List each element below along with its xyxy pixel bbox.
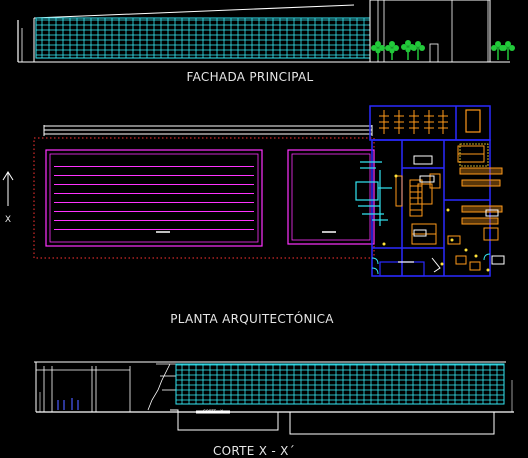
pool-lanes bbox=[54, 158, 254, 238]
section-marker-label: X bbox=[5, 215, 11, 225]
tree-icon bbox=[385, 41, 399, 60]
main-pool bbox=[45, 149, 263, 247]
teaching-pool bbox=[287, 149, 375, 245]
bleachers bbox=[147, 363, 176, 411]
entry-door bbox=[429, 43, 439, 63]
section-cut-marker: X bbox=[2, 171, 14, 225]
sanitary-marks bbox=[382, 174, 490, 272]
tree-icon bbox=[411, 41, 425, 60]
people-figures bbox=[57, 398, 79, 410]
pool-pit bbox=[170, 409, 279, 431]
elevation-title: FACHADA PRINCIPAL bbox=[187, 70, 314, 84]
tree-icon bbox=[501, 41, 515, 60]
equipment bbox=[413, 155, 505, 273]
plan-title: PLANTA ARQUITECTÓNICA bbox=[170, 311, 334, 326]
pool-pit bbox=[289, 412, 495, 435]
furniture-group bbox=[465, 109, 481, 133]
elevation-view: FACHADA PRINCIPAL bbox=[17, 0, 515, 84]
roof-edge bbox=[33, 4, 355, 19]
shower-fixtures bbox=[355, 161, 392, 226]
section-view: CORTE - X CORTE X - X´ bbox=[34, 361, 514, 458]
section-title: CORTE X - X´ bbox=[213, 444, 295, 458]
teaching-pool bbox=[291, 153, 371, 241]
curtain-wall-glazing bbox=[175, 363, 505, 405]
stair bbox=[459, 143, 489, 167]
service-block bbox=[369, 105, 491, 277]
main-pool bbox=[49, 153, 259, 243]
curtain-wall-glazing bbox=[35, 17, 371, 59]
section-inner-label: CORTE - X bbox=[203, 409, 223, 414]
door-swings bbox=[371, 253, 491, 275]
furniture-group bbox=[379, 110, 448, 134]
plan-view: X bbox=[2, 105, 505, 326]
changing-room-fixtures bbox=[395, 145, 503, 271]
tree-icon bbox=[371, 41, 385, 60]
